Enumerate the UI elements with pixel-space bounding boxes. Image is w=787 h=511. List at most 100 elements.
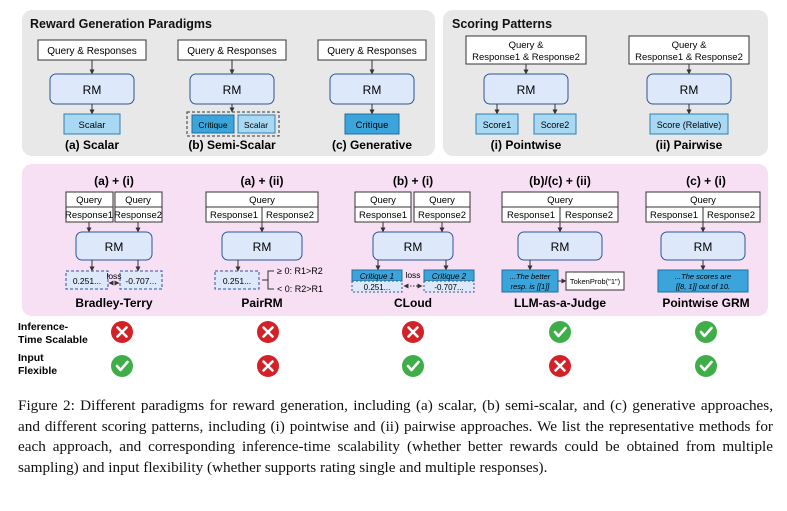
score2-value: -0.707...	[434, 283, 463, 292]
pairwise-score-label: Score (Relative)	[657, 120, 722, 130]
scalar-output-box	[63, 113, 121, 135]
rm-label: RM	[551, 240, 570, 254]
score2-value: -0.707...	[125, 276, 156, 286]
response1-label: Response1	[650, 210, 698, 221]
cross-icon	[549, 355, 571, 377]
scalar-rm-label: RM	[83, 83, 102, 97]
query-label: Query	[690, 195, 716, 206]
response1-label: Response1	[507, 210, 555, 221]
critique1-label: Critique 1	[360, 272, 394, 281]
loss-label: loss	[106, 271, 121, 281]
check-icon	[695, 321, 717, 343]
check-icon	[695, 355, 717, 377]
pairwise-input-box	[628, 35, 750, 65]
query-label: Query	[429, 195, 455, 206]
token-prob-label: TokenProb("1")	[570, 277, 621, 286]
rm-label: RM	[404, 240, 423, 254]
semi-output-group	[186, 111, 280, 137]
semi-input-label: Query & Responses	[187, 46, 277, 57]
rule-greater: ≥ 0: R1>R2	[277, 266, 323, 276]
query-label: Query	[370, 195, 396, 206]
check-icon	[549, 321, 571, 343]
response2-label: Response2	[114, 210, 162, 221]
indicator-grid	[111, 321, 717, 377]
method-llm-as-a-judge: (b)/(c) + (ii) Query Response1 Response2…	[501, 174, 625, 310]
scoring-patterns-title: Scoring Patterns	[452, 17, 552, 31]
method-bradley-terry: (a) + (i) Query Query Response1 Response…	[65, 174, 163, 310]
score-value: 0.251...	[223, 276, 251, 286]
method-combo-label: (a) + (i)	[94, 174, 134, 188]
judge-output-line2: resp. is [[1]]	[511, 282, 551, 291]
cross-icon	[257, 355, 279, 377]
query-label: Query	[547, 195, 573, 206]
pairwise-rm-label: RM	[680, 83, 699, 97]
semi-critique-label: Critique	[198, 120, 228, 130]
row-label-scalable-line1: Inference-	[18, 321, 69, 333]
response1-label: Response1	[65, 210, 113, 221]
grm-output-line2: [[8, 1]] out of 10.	[675, 282, 730, 291]
method-name: PairRM	[241, 296, 282, 310]
gen-critique-box	[344, 113, 400, 135]
check-icon	[402, 355, 424, 377]
pointwise-score2-box	[533, 113, 577, 135]
rm-label: RM	[253, 240, 272, 254]
rm-label: RM	[105, 240, 124, 254]
query-label: Query	[76, 195, 102, 206]
judge-output-line1: ...The better	[510, 272, 551, 281]
pointwise-caption: (i) Pointwise	[491, 138, 562, 152]
response2-label: Response2	[707, 210, 755, 221]
pairwise-score-box	[649, 113, 729, 135]
paradigm-diagram: Reward Generation Paradigms Query & Resp…	[18, 10, 768, 377]
response2-label: Response2	[565, 210, 613, 221]
query-label: Query	[249, 195, 275, 206]
pointwise-score1-box	[475, 113, 519, 135]
gen-input-label: Query & Responses	[327, 46, 417, 57]
pairwise-caption: (ii) Pairwise	[656, 138, 723, 152]
method-name: Pointwise GRM	[662, 296, 749, 310]
pointwise-input-line1: Query &	[509, 40, 545, 51]
method-combo-label: (a) + (ii)	[240, 174, 283, 188]
check-icon	[111, 355, 133, 377]
response2-label: Response2	[266, 210, 314, 221]
figure-caption: Figure 2: Different paradigms for reward…	[18, 397, 773, 476]
pairwise-input-line2: Response1 & Response2	[635, 52, 743, 63]
response1-label: Response1	[210, 210, 258, 221]
method-cloud: (b) + (i) Query Query Response1 Response…	[351, 174, 475, 310]
method-pointwise-grm: (c) + (i) Query Response1 Response2 RM .…	[645, 174, 761, 310]
pointwise-score1-label: Score1	[483, 120, 512, 130]
response1-label: Response1	[359, 210, 407, 221]
scalar-input-label: Query & Responses	[47, 46, 137, 57]
pairwise-input-line1: Query &	[672, 40, 708, 51]
row-label-flexible-line2: Flexible	[18, 365, 57, 377]
response2-label: Response2	[418, 210, 466, 221]
semi-rm-label: RM	[223, 83, 242, 97]
score1-value: 0.251...	[73, 276, 101, 286]
query-label: Query	[125, 195, 151, 206]
method-combo-label: (b)/(c) + (ii)	[529, 174, 591, 188]
method-pairrm: (a) + (ii) Query Response1 Response2 RM …	[205, 174, 323, 310]
pointwise-rm-box	[483, 73, 569, 105]
cross-icon	[257, 321, 279, 343]
rule-less: < 0: R2>R1	[277, 284, 323, 294]
semi-critique-box	[191, 114, 235, 134]
gen-caption: (c) Generative	[332, 138, 412, 152]
rm-label: RM	[694, 240, 713, 254]
score1-value: 0.251...	[364, 283, 391, 292]
loss-label: loss	[405, 270, 420, 280]
critique2-label: Critique 2	[432, 272, 467, 281]
cross-icon	[111, 321, 133, 343]
scalar-output-label: Scalar	[79, 120, 106, 131]
pointwise-score2-label: Score2	[541, 120, 570, 130]
row-label-scalable-line2: Time Scalable	[18, 334, 88, 346]
row-label-flexible-line1: Input	[18, 352, 44, 364]
cross-icon	[402, 321, 424, 343]
method-name: CLoud	[394, 296, 432, 310]
grm-output-line1: ...The scores are	[675, 272, 731, 281]
generation-paradigms-title: Reward Generation Paradigms	[30, 17, 212, 31]
method-name: LLM-as-a-Judge	[514, 296, 606, 310]
method-name: Bradley-Terry	[75, 296, 152, 310]
pointwise-input-line2: Response1 & Response2	[472, 52, 580, 63]
method-combo-label: (b) + (i)	[393, 174, 433, 188]
pointwise-rm-label: RM	[517, 83, 536, 97]
semi-caption: (b) Semi-Scalar	[188, 138, 276, 152]
